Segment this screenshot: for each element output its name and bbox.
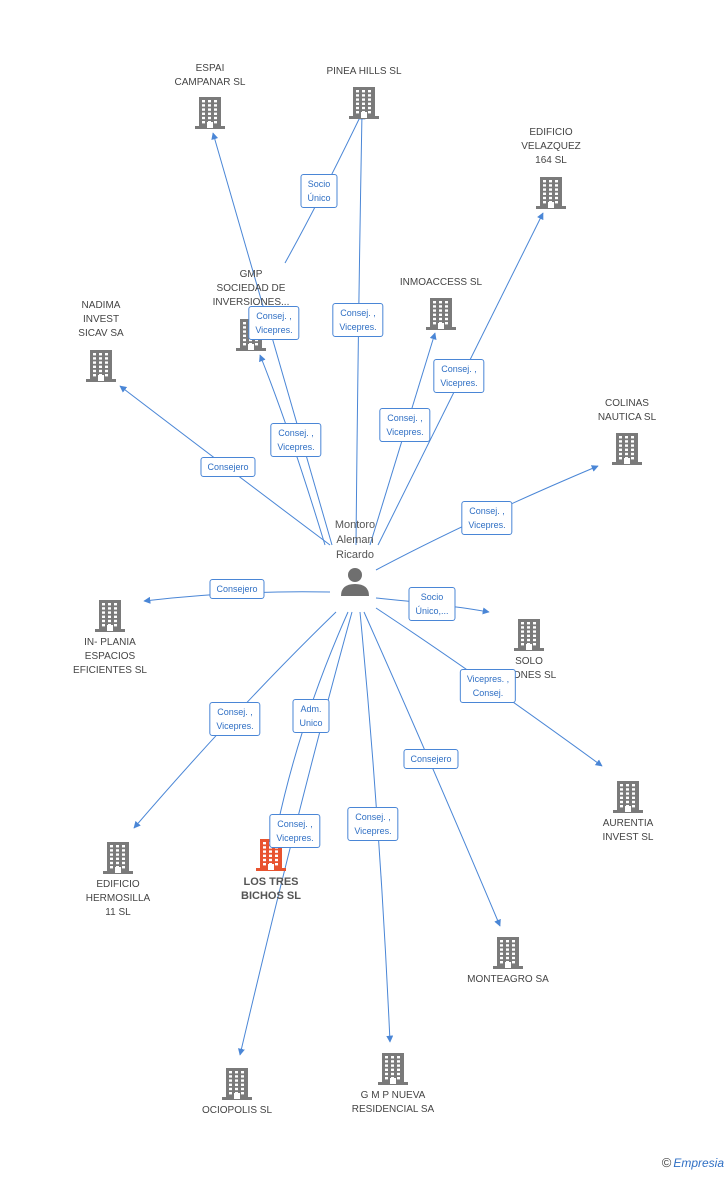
company-node-hermosilla[interactable]: EDIFICIO HERMOSILLA 11 SL [33, 838, 203, 920]
company-node-ociopolis[interactable]: OCIOPOLIS SL [152, 1064, 322, 1118]
building-icon [536, 177, 566, 209]
company-node-solo[interactable]: SOLO ...IONES SL [444, 615, 614, 683]
relation-label-gmpnueva[interactable]: Consej. , Vicepres. [347, 807, 399, 841]
company-name: COLINAS NAUTICA SL [597, 398, 657, 423]
building-icon [426, 298, 456, 330]
company-name: GMP SOCIEDAD DE INVERSIONES... [212, 269, 290, 308]
company-name: IN- PLANIA ESPACIOS EFICIENTES SL [73, 637, 147, 676]
relation-label-pinea[interactable]: Consej. , Vicepres. [332, 303, 384, 337]
relation-label-gmp[interactable]: Consej. , Vicepres. [270, 423, 322, 457]
relation-label-monteagro[interactable]: Consejero [403, 749, 459, 769]
company-node-velazquez[interactable]: EDIFICIO VELAZQUEZ 164 SL [466, 126, 636, 213]
building-icon [103, 842, 133, 874]
company-name: INMOACCESS SL [399, 277, 483, 288]
relation-label-aurentia[interactable]: Vicepres. , Consej. [459, 669, 517, 703]
company-node-pinea[interactable]: PINEA HILLS SL [279, 65, 449, 123]
company-node-nadima[interactable]: NADIMA INVEST SICAV SA [16, 299, 186, 386]
company-node-monteagro[interactable]: MONTEAGRO SA [423, 933, 593, 987]
company-node-gmpnueva[interactable]: G M P NUEVA RESIDENCIAL SA [308, 1049, 478, 1117]
company-name: G M P NUEVA RESIDENCIAL SA [351, 1090, 435, 1115]
person-icon [341, 568, 369, 596]
building-icon [514, 619, 544, 651]
building-icon [195, 97, 225, 129]
relation-label-ociopolis[interactable]: Consej. , Vicepres. [269, 814, 321, 848]
relation-label-inplania[interactable]: Consejero [209, 579, 265, 599]
company-name: EDIFICIO VELAZQUEZ 164 SL [521, 127, 581, 166]
company-name: EDIFICIO HERMOSILLA 11 SL [85, 879, 151, 918]
relation-label-velazquez[interactable]: Consej. , Vicepres. [433, 359, 485, 393]
relation-label-hermosilla[interactable]: Consej. , Vicepres. [209, 702, 261, 736]
relation-label-espai[interactable]: Consej. , Vicepres. [248, 306, 300, 340]
relation-edge-espai [211, 132, 333, 546]
person-node-center[interactable]: Montoro Aleman Ricardo [322, 518, 388, 597]
building-icon [378, 1053, 408, 1085]
company-name: MONTEAGRO SA [467, 974, 549, 985]
company-name: SOLO ...IONES SL [501, 656, 557, 681]
building-icon [222, 1068, 252, 1100]
relation-label-nadima[interactable]: Consejero [200, 457, 256, 477]
company-node-colinas[interactable]: COLINAS NAUTICA SL [542, 397, 712, 469]
company-node-aurentia[interactable]: AURENTIA INVEST SL [543, 777, 713, 845]
relation-label-pinea[interactable]: Socio Único [300, 174, 338, 208]
company-name: LOS TRES BICHOS SL [241, 876, 301, 902]
building-icon [493, 937, 523, 969]
building-icon [86, 350, 116, 382]
brand-logo: Empresia [673, 1156, 724, 1170]
person-name: Montoro Aleman Ricardo [334, 519, 376, 561]
company-name: PINEA HILLS SL [326, 66, 402, 77]
company-name: ESPAI CAMPANAR SL [174, 63, 246, 88]
relation-label-solo[interactable]: Socio Único,... [408, 587, 456, 621]
building-icon [613, 781, 643, 813]
relation-label-lostres[interactable]: Adm. Unico [292, 699, 330, 733]
relation-label-colinas[interactable]: Consej. , Vicepres. [461, 501, 513, 535]
company-name: OCIOPOLIS SL [201, 1105, 273, 1116]
company-name: AURENTIA INVEST SL [602, 818, 654, 843]
building-icon [349, 87, 379, 119]
relation-label-inmoaccess[interactable]: Consej. , Vicepres. [379, 408, 431, 442]
company-node-inplania[interactable]: IN- PLANIA ESPACIOS EFICIENTES SL [25, 596, 195, 678]
company-node-inmoaccess[interactable]: INMOACCESS SL [356, 276, 526, 334]
building-icon [95, 600, 125, 632]
company-name: NADIMA INVEST SICAV SA [78, 300, 124, 339]
building-icon [612, 433, 642, 465]
brand-footer: ©Empresia [662, 1155, 724, 1170]
company-node-espai[interactable]: ESPAI CAMPANAR SL [125, 62, 295, 133]
copyright-symbol: © [661, 1155, 672, 1170]
